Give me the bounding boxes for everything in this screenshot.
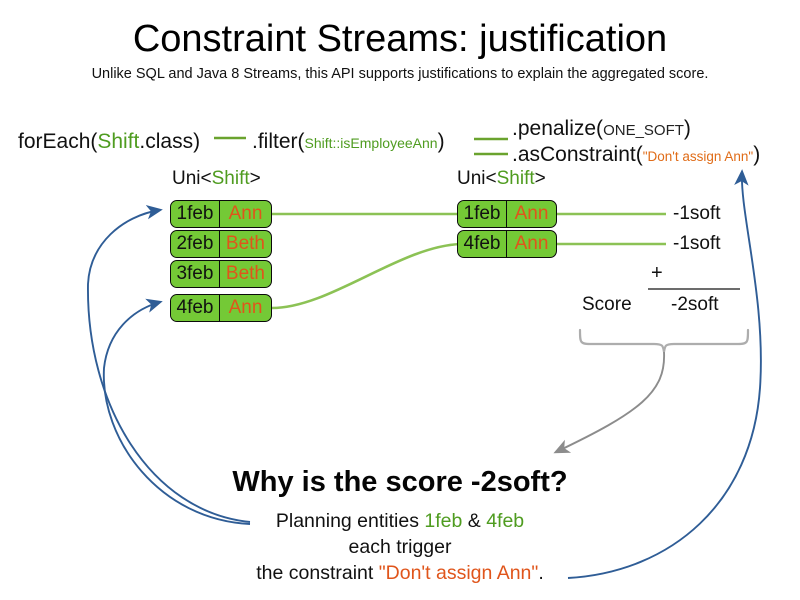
asconstraint-method: .asConstraint( (512, 143, 643, 166)
left-row-1-employee: Beth (225, 232, 265, 254)
score-explain-arrow (553, 351, 665, 454)
code-penalize: .penalize(ONE_SOFT) (512, 117, 691, 141)
explanation-line-1-prefix: Planning entities (275, 510, 425, 532)
left-row-0-employee: Ann (228, 202, 263, 224)
page-title: Constraint Streams: justification (132, 18, 668, 60)
left-row-0[interactable]: 1feb Ann (170, 200, 272, 228)
left-row-2-employee: Beth (225, 262, 265, 284)
penalize-constant: ONE_SOFT (603, 122, 684, 139)
left-row-3[interactable]: 4feb Ann (170, 294, 272, 322)
explanation-heading: Why is the score -2soft? (232, 466, 568, 498)
filter-tail: ) (437, 130, 445, 153)
asconstraint-tail: ) (753, 143, 761, 166)
explanation-line-3: the constraint "Don't assign Ann". (0, 562, 800, 585)
left-row-1-date: 2feb (171, 231, 220, 257)
foreach-type: Shift (97, 130, 140, 153)
explanation-line-3-suffix: . (538, 562, 544, 584)
connector-4feb (271, 242, 462, 310)
right-row-1-date: 4feb (458, 231, 507, 257)
asconstraint-name: "Don't assign Ann" (642, 149, 754, 164)
right-row-0-employee: Ann (514, 202, 549, 224)
foreach-tail: .class) (139, 130, 201, 153)
explanation-constraint-name: "Don't assign Ann" (378, 562, 539, 584)
left-row-2-date: 3feb (171, 261, 220, 287)
uni-left-type: Shift (211, 168, 250, 189)
sum-rule-line (648, 288, 740, 290)
impact-value-2: -1soft (673, 233, 721, 254)
uni-left-suffix: > (249, 168, 261, 189)
impact-value-1: -1soft (673, 203, 721, 224)
explanation-amp: & (462, 510, 487, 532)
right-row-1-employee: Ann (514, 232, 549, 254)
score-brace (578, 328, 750, 353)
filter-method: .filter( (252, 130, 305, 153)
score-total: -2soft (671, 294, 719, 315)
penalize-method: .penalize( (512, 117, 604, 140)
left-row-3-employee: Ann (228, 296, 263, 318)
code-asconstraint: .asConstraint("Don't assign Ann") (512, 143, 760, 167)
uni-right-type: Shift (496, 168, 535, 189)
foreach-method: forEach( (18, 130, 98, 153)
uni-label-right: Uni<Shift> (457, 168, 546, 190)
penalize-tail: ) (683, 117, 691, 140)
uni-right-suffix: > (534, 168, 546, 189)
explanation-line-1: Planning entities 1feb & 4feb (0, 510, 800, 533)
explanation-line-2: each trigger (348, 536, 452, 558)
code-filter: .filter(Shift::isEmployeeAnn) (252, 130, 445, 154)
uni-right-prefix: Uni< (457, 168, 497, 189)
score-label: Score (582, 294, 632, 315)
right-row-0-date: 1feb (458, 201, 507, 227)
sum-operator: + (651, 262, 663, 284)
left-row-0-date: 1feb (171, 201, 220, 227)
explanation-line-3-prefix: the constraint (256, 562, 379, 584)
explanation-entity-a: 1feb (424, 510, 463, 532)
page-subtitle: Unlike SQL and Java 8 Streams, this API … (91, 66, 709, 82)
uni-left-prefix: Uni< (172, 168, 212, 189)
code-foreach: forEach(Shift.class) (18, 130, 200, 154)
left-row-1[interactable]: 2feb Beth (170, 230, 272, 258)
left-row-3-date: 4feb (171, 295, 220, 321)
uni-label-left: Uni<Shift> (172, 168, 261, 190)
right-row-0[interactable]: 1feb Ann (457, 200, 557, 228)
left-row-2[interactable]: 3feb Beth (170, 260, 272, 288)
right-row-1[interactable]: 4feb Ann (457, 230, 557, 258)
filter-arg: Shift::isEmployeeAnn (304, 135, 438, 151)
explanation-entity-b: 4feb (486, 510, 525, 532)
